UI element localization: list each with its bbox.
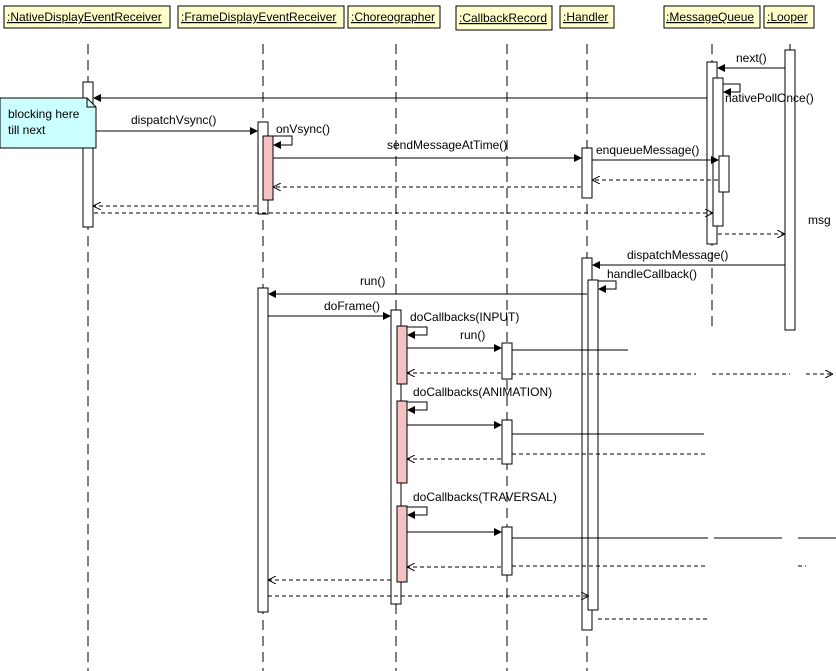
label-run-input: run() xyxy=(460,328,485,342)
label-do-frame: doFrame() xyxy=(324,299,380,313)
participant-choreographer: :Choreographer xyxy=(347,5,441,29)
label-dispatch-message: dispatchMessage() xyxy=(627,248,728,262)
label-handle-callback: handleCallback() xyxy=(607,267,697,281)
participant-label: :Handler xyxy=(563,10,608,24)
activation-docallbacks-traversal xyxy=(396,505,408,583)
label-docallbacks-animation: doCallbacks(ANIMATION) xyxy=(413,385,552,399)
label-next: next() xyxy=(736,51,767,65)
note-line: till next xyxy=(8,123,46,137)
activation-callback-animation xyxy=(501,419,513,465)
activation-handler-1 xyxy=(581,147,593,199)
participant-looper: :Looper xyxy=(763,5,815,29)
label-native-poll-once: nativePollOnce() xyxy=(725,91,814,105)
arrow-docallbacks-input-self xyxy=(407,326,428,339)
participant-handler: :Handler xyxy=(559,5,615,29)
arrow-handle-callback-self xyxy=(598,280,617,293)
activation-handler-callback xyxy=(587,279,599,611)
activation-frame-2 xyxy=(257,287,269,613)
label-enqueue-message: enqueueMessage() xyxy=(596,143,699,157)
note-line: blocking here xyxy=(8,107,80,121)
participant-message-queue: :MessageQueue xyxy=(663,5,761,29)
arrow-docallbacks-animation-self xyxy=(407,401,428,414)
participant-label: :Choreographer xyxy=(351,10,435,24)
activation-native xyxy=(82,81,94,228)
label-dispatch-vsync: dispatchVsync() xyxy=(131,113,216,127)
participant-label: :Looper xyxy=(767,10,808,24)
activation-docallbacks-animation xyxy=(396,400,408,484)
activation-callback-traversal xyxy=(501,526,513,576)
participant-label: :NativeDisplayEventReceiver xyxy=(7,10,162,24)
participant-label: :CallbackRecord xyxy=(459,11,547,25)
participant-frame-display-event-receiver: :FrameDisplayEventReceiver xyxy=(177,5,345,29)
participant-native-display-event-receiver: :NativeDisplayEventReceiver xyxy=(3,5,171,29)
label-docallbacks-input: doCallbacks(INPUT) xyxy=(410,310,519,324)
activation-mq-enqueue xyxy=(718,155,730,193)
note-blocking: blocking here till next xyxy=(0,97,97,149)
arrow-docallbacks-traversal-self xyxy=(407,506,428,519)
participant-callback-record: :CallbackRecord xyxy=(455,5,553,31)
label-msg: msg xyxy=(808,213,831,227)
participant-label: :FrameDisplayEventReceiver xyxy=(181,10,336,24)
label-send-message-at-time: sendMessageAtTime() xyxy=(387,138,507,152)
activation-looper xyxy=(784,49,796,331)
activation-mq-inner xyxy=(712,77,724,227)
arrow-native-poll-once-self xyxy=(723,83,741,96)
participant-label: :MessageQueue xyxy=(666,10,754,24)
label-run: run() xyxy=(360,274,385,288)
activation-callback-input xyxy=(501,342,513,380)
arrow-onvsync-self xyxy=(273,135,293,149)
activation-onvsync xyxy=(262,135,274,201)
label-docallbacks-traversal: doCallbacks(TRAVERSAL) xyxy=(413,490,557,504)
label-onvsync: onVsync() xyxy=(276,122,330,136)
activation-docallbacks-input xyxy=(396,325,408,385)
